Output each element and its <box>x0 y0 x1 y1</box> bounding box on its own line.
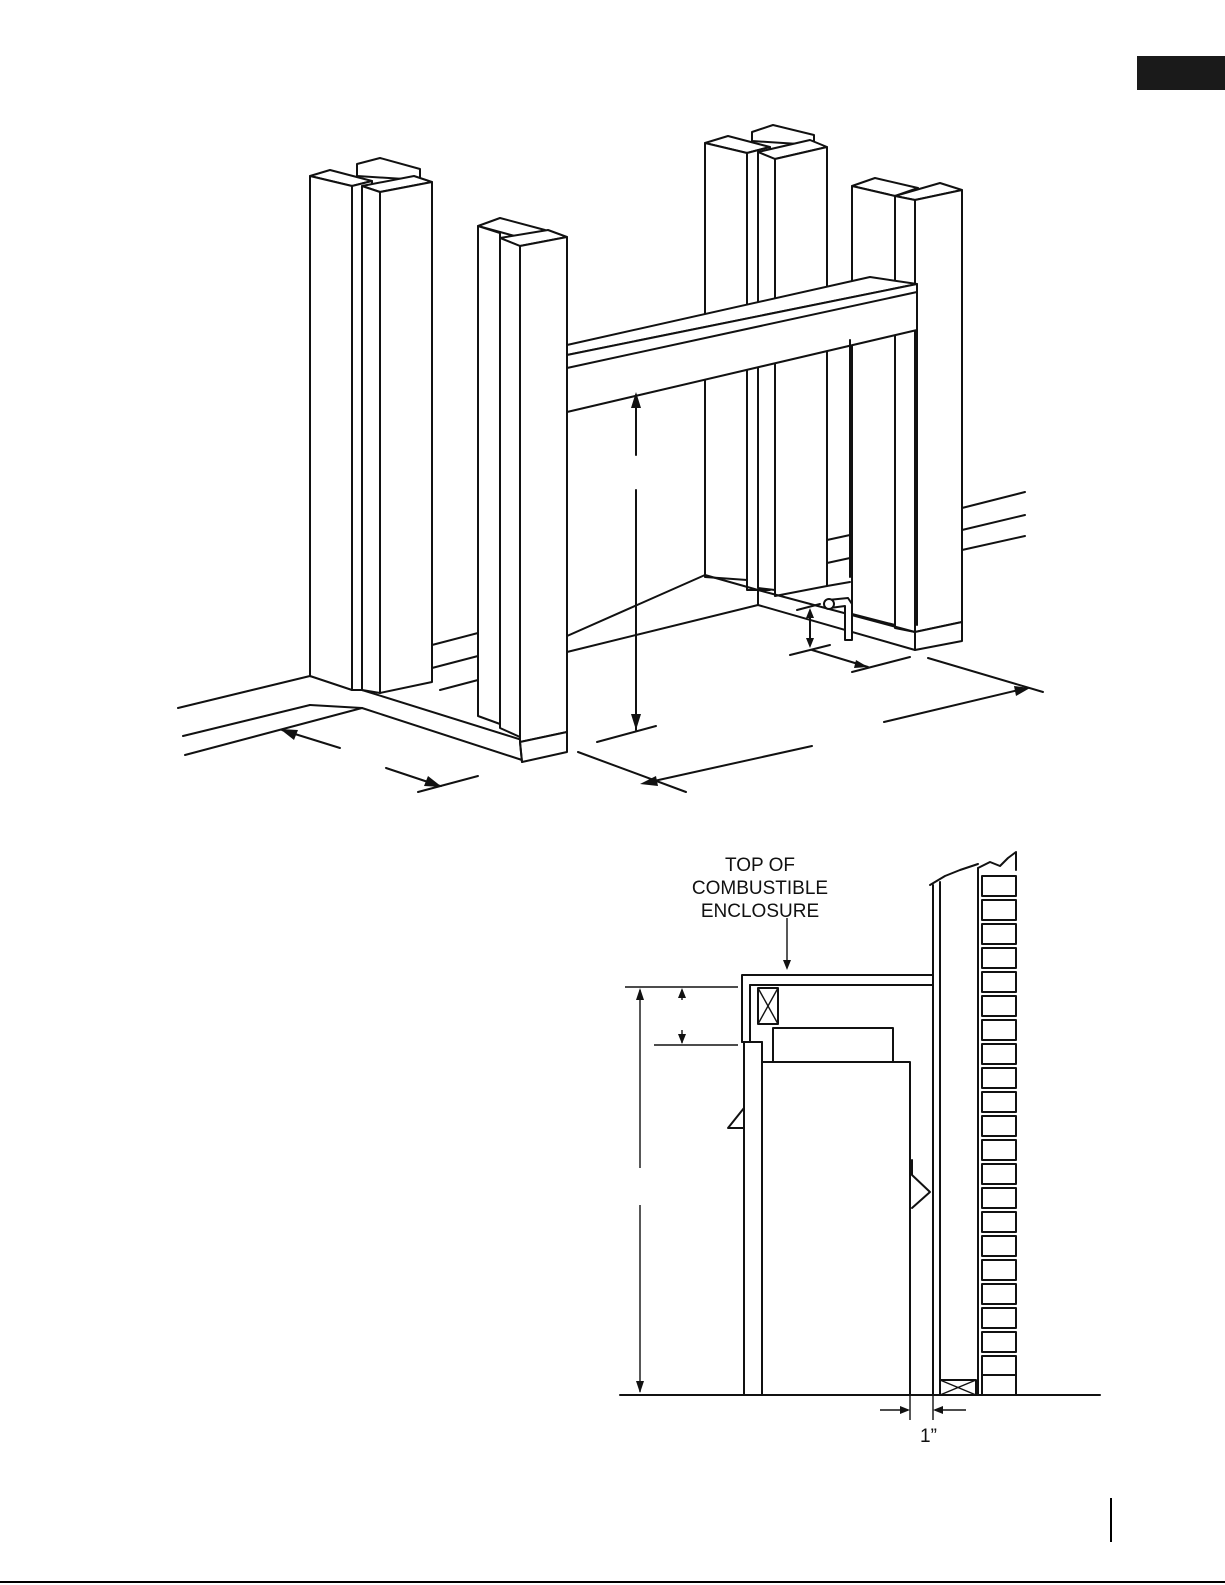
callout-line-1: TOP OF <box>680 854 840 877</box>
framing-isometric-diagram <box>0 0 1225 820</box>
clearance-dimension-label: 1” <box>920 1426 937 1448</box>
right-wall-plates <box>962 492 1025 550</box>
callout-line-3: ENCLOSURE <box>680 900 840 923</box>
callout-line-2: COMBUSTIBLE <box>680 877 840 900</box>
page-number-divider <box>1110 1498 1112 1542</box>
brick-wall <box>978 852 1016 1395</box>
rear-stud-wall <box>930 864 978 1395</box>
right-side-double-stud <box>852 178 962 650</box>
combustible-enclosure-frame <box>742 975 933 1042</box>
page-bottom-rule <box>0 1581 1225 1583</box>
fireplace-unit <box>728 1028 930 1395</box>
section-dimension-lines <box>625 987 966 1420</box>
gas-line-stub <box>824 598 852 640</box>
enclosure-callout-arrow <box>783 918 791 970</box>
front-left-double-stud <box>478 218 567 762</box>
enclosure-callout-label: TOP OF COMBUSTIBLE ENCLOSURE <box>680 854 840 923</box>
left-rear-double-stud <box>310 158 432 693</box>
left-wall-base-plate <box>178 676 362 755</box>
